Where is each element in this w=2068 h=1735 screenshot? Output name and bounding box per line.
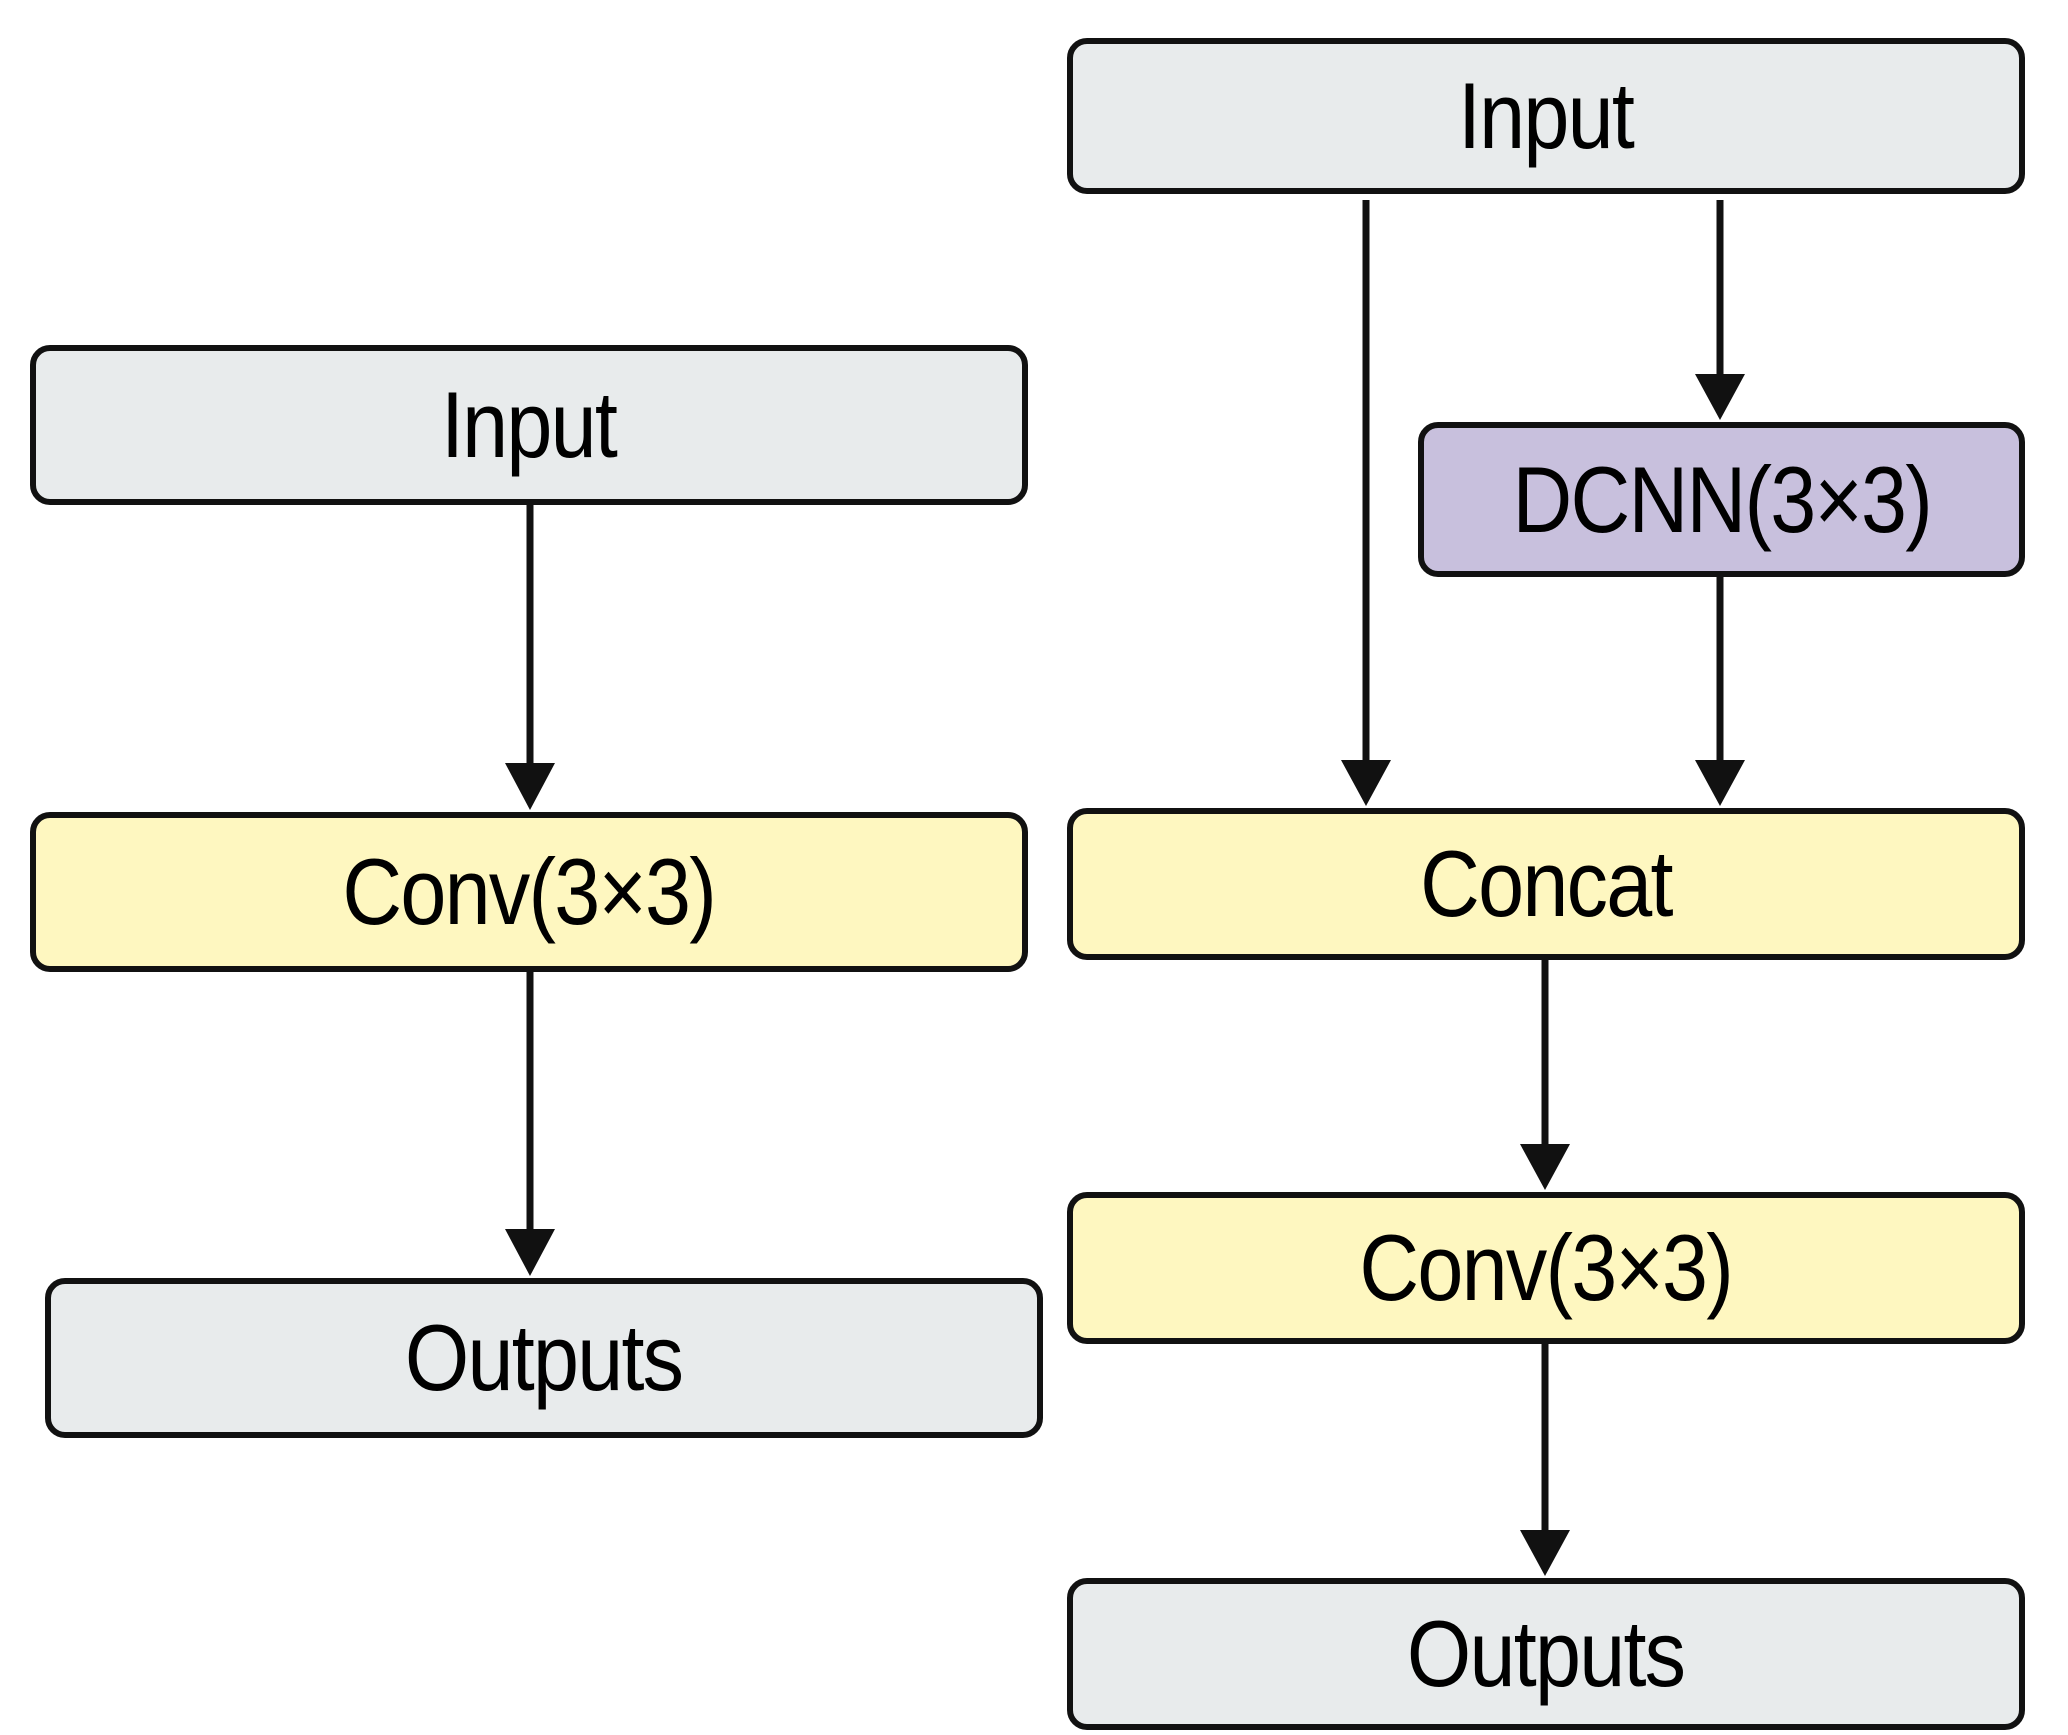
arrowhead-left-outputs — [505, 1229, 555, 1276]
right-input-node: Input — [1067, 38, 2025, 194]
arrowhead-right-concat-dcnn — [1695, 760, 1745, 806]
arrowhead-left-conv — [505, 763, 555, 810]
arrowhead-right-dcnn — [1695, 374, 1745, 420]
left-input-node: Input — [30, 345, 1028, 505]
left-input-label: Input — [441, 372, 618, 477]
right-concat-node: Concat — [1067, 808, 2025, 960]
right-dcnn-node: DCNN(3×3) — [1418, 422, 2025, 577]
right-conv-label: Conv(3×3) — [1359, 1215, 1734, 1320]
right-concat-label: Concat — [1420, 831, 1673, 936]
right-outputs-node: Outputs — [1067, 1578, 2025, 1730]
left-outputs-node: Outputs — [45, 1278, 1043, 1438]
left-outputs-label: Outputs — [405, 1305, 684, 1410]
left-conv-node: Conv(3×3) — [30, 812, 1028, 972]
right-conv-node: Conv(3×3) — [1067, 1192, 2025, 1344]
arrowhead-right-conv — [1520, 1144, 1570, 1190]
arrowhead-right-outputs — [1520, 1530, 1570, 1576]
left-conv-label: Conv(3×3) — [342, 839, 717, 944]
right-outputs-label: Outputs — [1407, 1601, 1686, 1706]
right-dcnn-label: DCNN(3×3) — [1512, 446, 1932, 552]
right-input-label: Input — [1458, 63, 1635, 168]
arrowhead-right-concat-skip — [1341, 760, 1391, 806]
